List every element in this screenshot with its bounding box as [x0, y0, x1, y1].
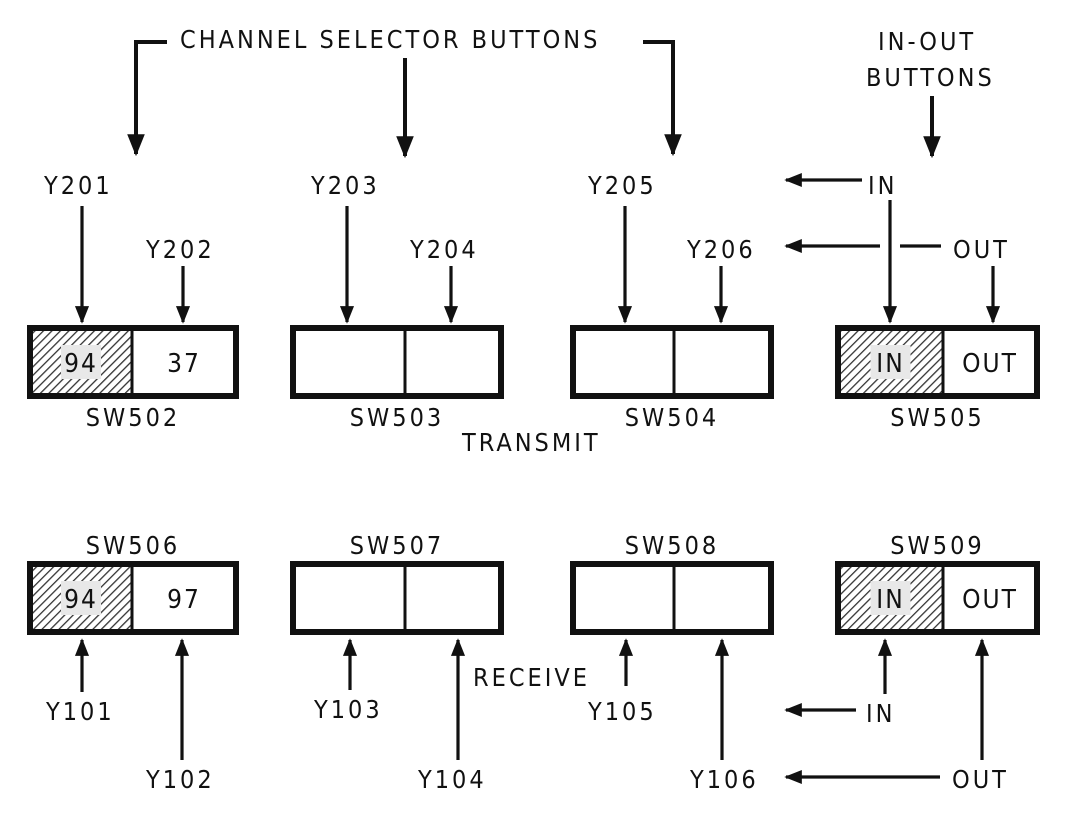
sw507-left-button[interactable]	[293, 564, 405, 632]
sw505-right-label: OUT	[962, 349, 1018, 379]
sw509-left-label: IN	[876, 585, 904, 615]
sw504-right-button[interactable]	[674, 328, 771, 396]
button-label-bg	[61, 345, 101, 379]
button-fill	[293, 328, 405, 396]
sw507-right-button[interactable]	[405, 564, 501, 632]
button-fill	[943, 564, 1037, 632]
switch-id-label: SW506	[86, 531, 180, 560]
switch-sw508: SW508	[570, 531, 774, 635]
sw506-left-button[interactable]: 94	[30, 564, 132, 632]
switch-sw506: 94 97 SW506	[27, 531, 239, 635]
label-y206: Y206	[686, 235, 756, 264]
sw505-left-label: IN	[876, 349, 904, 379]
label-y204: Y204	[409, 235, 479, 264]
receive-feed-arrows	[74, 638, 990, 785]
label-receive-in: IN	[866, 699, 895, 728]
sw502-left-label: 94	[64, 349, 98, 379]
button-fill	[674, 564, 771, 632]
arrow-to-y201	[127, 40, 167, 157]
switch-frame	[570, 325, 774, 399]
label-y203: Y203	[310, 171, 380, 200]
switch-frame	[570, 561, 774, 635]
sw508-left-button[interactable]	[573, 564, 674, 632]
button-fill	[405, 328, 501, 396]
button-fill	[405, 564, 501, 632]
sw505-right-button[interactable]: OUT	[943, 328, 1037, 396]
button-fill	[132, 328, 236, 396]
label-y105: Y105	[587, 697, 657, 726]
button-fill	[674, 328, 771, 396]
sw506-right-label: 97	[167, 585, 201, 615]
label-transmit-out: OUT	[953, 235, 1010, 264]
in-out-label-line1: IN-OUT	[878, 27, 976, 56]
label-y103: Y103	[313, 695, 383, 724]
switch-id-label: SW504	[625, 403, 719, 432]
label-transmit-in: IN	[868, 171, 897, 200]
button-label-bg	[61, 581, 101, 615]
transmit-label: TRANSMIT	[461, 428, 601, 457]
label-y201: Y201	[43, 171, 113, 200]
sw503-left-button[interactable]	[293, 328, 405, 396]
receive-label: RECEIVE	[473, 663, 590, 692]
button-fill	[943, 328, 1037, 396]
switch-frame	[290, 561, 504, 635]
switch-sw509: IN OUT SW509	[835, 531, 1040, 635]
channel-selector-arrows	[127, 40, 941, 159]
switch-frame	[835, 561, 1040, 635]
button-fill	[293, 564, 405, 632]
sw509-right-button[interactable]: OUT	[943, 564, 1037, 632]
button-label-bg	[870, 581, 911, 615]
label-receive-out: OUT	[952, 765, 1009, 794]
sw502-right-button[interactable]: 37	[132, 328, 236, 396]
sw503-right-button[interactable]	[405, 328, 501, 396]
label-y104: Y104	[417, 765, 487, 794]
channel-selector-label: CHANNEL SELECTOR BUTTONS	[180, 25, 600, 54]
switch-sw507: SW507	[290, 531, 504, 635]
sw508-right-button[interactable]	[674, 564, 771, 632]
sw506-left-label: 94	[64, 585, 98, 615]
sw502-right-label: 37	[167, 349, 201, 379]
arrow-to-y205	[643, 40, 682, 157]
button-fill	[573, 564, 674, 632]
button-label-bg	[870, 345, 911, 379]
switch-id-label: SW508	[625, 531, 719, 560]
transmit-feed-arrows	[74, 172, 1001, 324]
sw502-left-button[interactable]: 94	[30, 328, 132, 396]
label-y202: Y202	[145, 235, 215, 264]
label-y205: Y205	[587, 171, 657, 200]
switch-id-label: SW505	[890, 403, 984, 432]
button-fill	[132, 564, 236, 632]
switch-id-label: SW503	[350, 403, 444, 432]
sw505-left-button[interactable]: IN	[838, 328, 943, 396]
sw509-left-button[interactable]: IN	[838, 564, 943, 632]
in-out-label-line2: BUTTONS	[866, 63, 995, 92]
button-fill	[573, 328, 674, 396]
switch-sw505: IN OUT SW505	[835, 325, 1040, 432]
switch-id-label: SW509	[890, 531, 984, 560]
switch-id-label: SW507	[350, 531, 444, 560]
sw506-right-button[interactable]: 97	[132, 564, 236, 632]
sw509-right-label: OUT	[962, 585, 1018, 615]
sw504-left-button[interactable]	[573, 328, 674, 396]
label-y101: Y101	[45, 697, 115, 726]
label-y106: Y106	[689, 765, 759, 794]
label-y102: Y102	[145, 765, 215, 794]
switch-frame	[290, 325, 504, 399]
switch-sw504: SW504	[570, 325, 774, 432]
switch-sw503: SW503	[290, 325, 504, 432]
switch-id-label: SW502	[86, 403, 180, 432]
switch-frame	[835, 325, 1040, 399]
